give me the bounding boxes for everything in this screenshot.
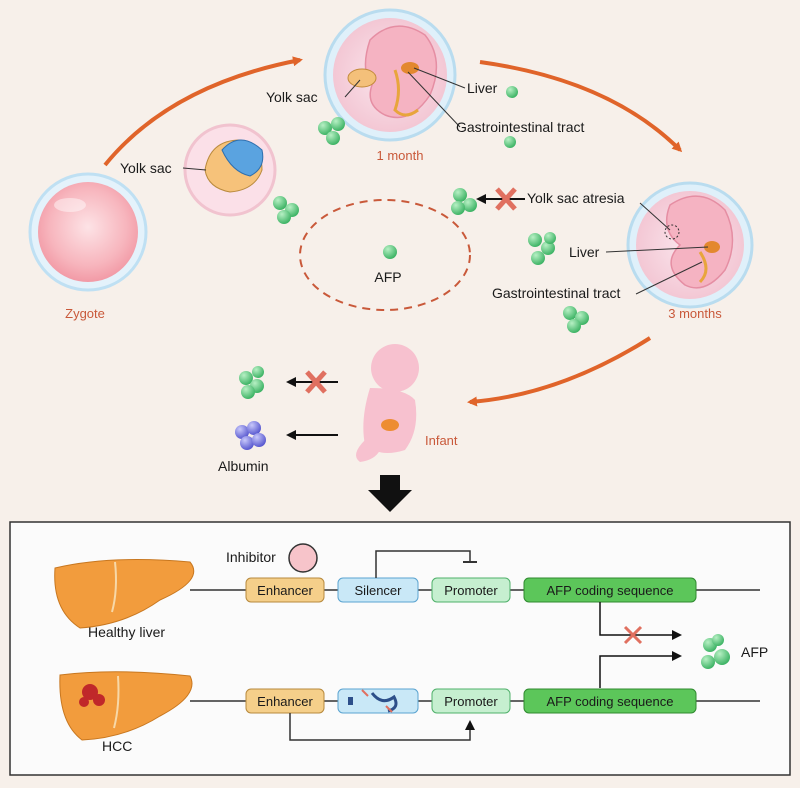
hcc-coding-box	[523, 688, 697, 714]
one-month-label: 1 month	[377, 148, 424, 163]
healthy-liver-label: Healthy liver	[88, 624, 165, 640]
healthy-liver-icon	[54, 559, 195, 629]
inhibitor-molecule	[288, 543, 318, 573]
zygote-cell	[28, 172, 148, 292]
zygote-label: Zygote	[65, 306, 105, 321]
afp-single-1	[506, 86, 518, 98]
arrow-zygote-to-1month	[103, 56, 303, 167]
hcc-damaged-silencer	[337, 688, 419, 714]
arrow-1month-to-3months	[479, 60, 683, 153]
gi-tract-3m-label: Gastrointestinal tract	[492, 285, 620, 301]
hcc-enhancer-box	[245, 688, 325, 714]
yolk-sac-atresia-label: Yolk sac atresia	[527, 190, 625, 206]
hcc-liver-icon	[59, 671, 193, 741]
hcc-label: HCC	[102, 738, 132, 754]
hcc-enhancer-label: Enhancer	[257, 694, 313, 709]
silencer-repression-line	[375, 550, 471, 578]
liver-3m-label: Liver	[569, 244, 600, 260]
healthy-enhancer-box	[245, 577, 325, 603]
hcc-afp-arrow	[599, 651, 682, 688]
yolk-sac-early-label: Yolk sac	[120, 160, 172, 176]
healthy-silencer-box	[337, 577, 419, 603]
hcc-coding-label: AFP coding sequence	[547, 694, 674, 709]
albumin-cluster	[235, 421, 266, 450]
afp-output-cluster	[701, 634, 730, 669]
embryo-1-month	[323, 8, 457, 142]
block-x-icon	[495, 187, 517, 211]
enhancer-activation-line	[289, 713, 475, 741]
block-x-icon-infant	[305, 370, 327, 394]
block-x-icon-healthy	[623, 625, 643, 645]
gi-tract-1m-label: Gastrointestinal tract	[456, 119, 584, 135]
afp-single-2	[504, 136, 516, 148]
yolk-sac-1m-label: Yolk sac	[266, 89, 318, 105]
infant-label: Infant	[425, 433, 458, 448]
inhibitor-label: Inhibitor	[226, 549, 276, 565]
healthy-afp-arrow	[599, 602, 682, 640]
afp-dashed-circle	[299, 199, 471, 311]
afp-output-label: AFP	[741, 644, 768, 660]
embryo-3-months	[626, 181, 754, 309]
afp-cluster-3	[451, 188, 477, 215]
afp-cluster-2	[273, 196, 299, 224]
afp-center-label: AFP	[374, 269, 401, 285]
arrow-3months-to-infant	[467, 336, 652, 407]
infant-figure	[356, 344, 419, 462]
afp-cluster-5	[563, 306, 589, 333]
afp-cluster-4	[528, 232, 556, 265]
healthy-silencer-label: Silencer	[355, 583, 403, 598]
down-arrow-to-panel	[368, 475, 412, 512]
healthy-enhancer-label: Enhancer	[257, 583, 313, 598]
healthy-coding-label: AFP coding sequence	[547, 583, 674, 598]
afp-molecule	[383, 245, 397, 259]
early-embryo	[183, 123, 277, 217]
hcc-promoter-box	[431, 688, 511, 714]
healthy-promoter-label: Promoter	[444, 583, 498, 598]
healthy-promoter-box	[431, 577, 511, 603]
three-months-label: 3 months	[668, 306, 722, 321]
afp-cluster-1	[318, 117, 345, 145]
albumin-label: Albumin	[218, 458, 269, 474]
hcc-promoter-label: Promoter	[444, 694, 498, 709]
liver-1m-label: Liver	[467, 80, 498, 96]
afp-cluster-infant	[239, 366, 264, 399]
healthy-coding-box	[523, 577, 697, 603]
